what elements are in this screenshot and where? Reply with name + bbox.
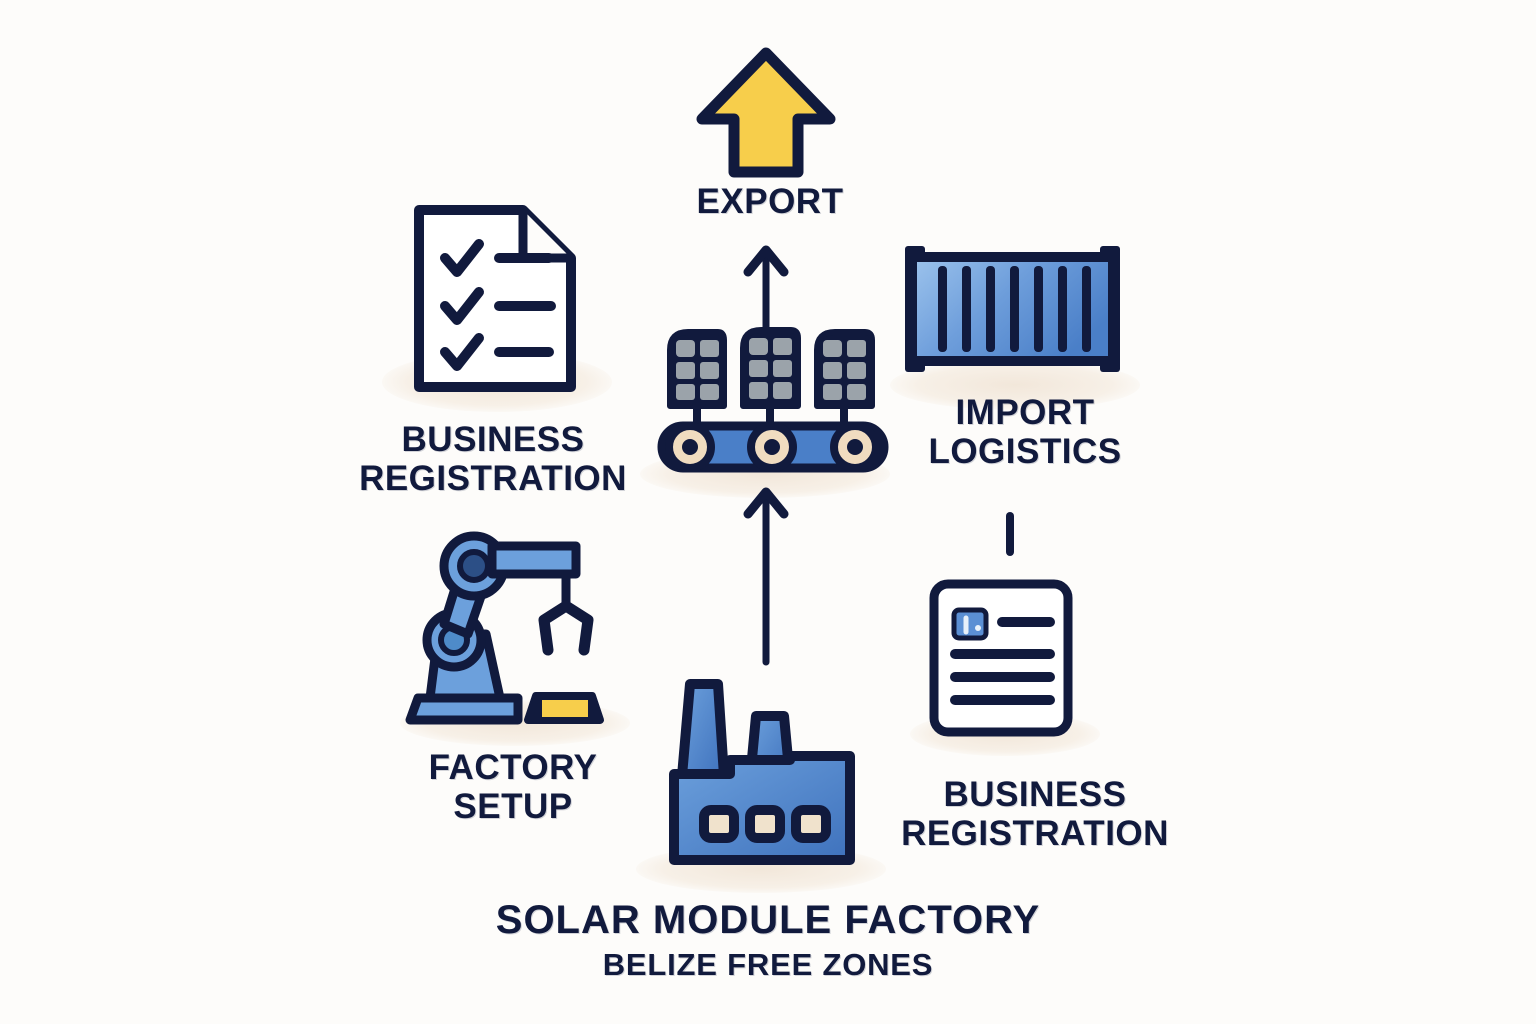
label-import-logistics: IMPORT LOGISTICS xyxy=(928,393,1122,472)
label-business-registration-right: BUSINESS REGISTRATION xyxy=(901,775,1169,854)
node-import-logistics[interactable] xyxy=(895,238,1130,383)
label-factory-setup: FACTORY SETUP xyxy=(428,748,598,827)
connector-factory-to-production xyxy=(743,487,789,666)
robot-arm-icon xyxy=(405,531,604,725)
node-factory-setup[interactable] xyxy=(400,524,620,734)
id-document-icon xyxy=(929,579,1073,737)
node-solar-module-factory[interactable] xyxy=(660,668,870,868)
node-production-line[interactable] xyxy=(652,326,892,476)
node-business-registration-left[interactable] xyxy=(405,196,585,401)
label-export: EXPORT xyxy=(696,182,844,221)
solar-panel-conveyor-icon xyxy=(657,327,889,473)
page-title: SOLAR MODULE FACTORY xyxy=(495,898,1041,942)
label-business-registration-left: BUSINESS REGISTRATION xyxy=(359,420,627,499)
checklist-document-icon xyxy=(414,205,576,392)
connector-production-to-export xyxy=(743,245,789,344)
shipping-container-icon xyxy=(905,246,1120,372)
factory-icon xyxy=(669,679,855,865)
node-export[interactable] xyxy=(694,45,838,180)
node-business-registration-right[interactable] xyxy=(922,576,1082,741)
page-subtitle: BELIZE FREE ZONES xyxy=(602,947,934,982)
up-arrow-icon xyxy=(696,47,836,178)
connector-logistics-to-registration xyxy=(1006,512,1014,556)
